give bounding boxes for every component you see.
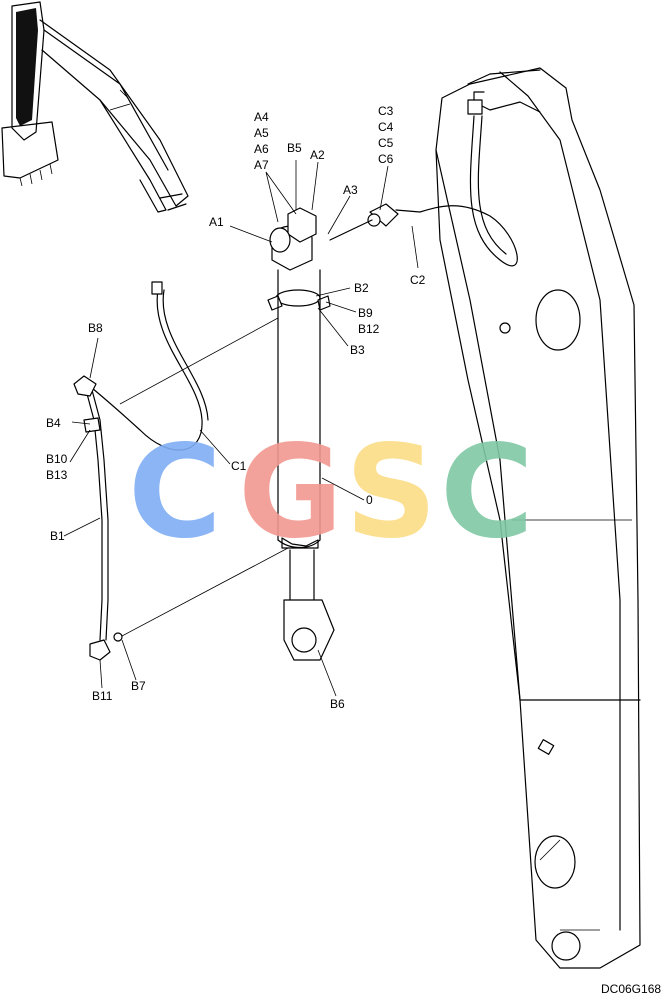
watermark-letter-2: G bbox=[238, 418, 343, 567]
label-c4: C4 bbox=[378, 120, 394, 134]
label-b4: B4 bbox=[46, 416, 61, 430]
label-a5: A5 bbox=[254, 126, 269, 140]
cgsc-watermark: C G S C bbox=[128, 418, 534, 567]
label-b7: B7 bbox=[131, 679, 146, 693]
label-a2: A2 bbox=[310, 148, 325, 162]
hose-c1 bbox=[91, 281, 209, 451]
label-b5: B5 bbox=[287, 141, 302, 155]
label-b3: B3 bbox=[350, 343, 365, 357]
label-zero: 0 bbox=[366, 493, 373, 507]
label-c3: C3 bbox=[378, 104, 394, 118]
label-c5: C5 bbox=[378, 136, 394, 150]
label-a1: A1 bbox=[209, 215, 224, 229]
label-c1: C1 bbox=[231, 459, 247, 473]
label-b1: B1 bbox=[50, 529, 65, 543]
label-b10: B10 bbox=[46, 452, 68, 466]
label-a4: A4 bbox=[254, 110, 269, 124]
hydraulic-cylinder bbox=[267, 207, 335, 661]
label-c6: C6 bbox=[378, 152, 394, 166]
watermark-letter-4: C bbox=[440, 418, 534, 567]
label-b12: B12 bbox=[358, 322, 380, 336]
drawing-code: DC06G168 bbox=[601, 982, 661, 996]
label-a7: A7 bbox=[254, 158, 269, 172]
label-b2: B2 bbox=[354, 281, 369, 295]
callout-labels: A1 A4 A5 A6 A7 B5 A2 A3 C3 C4 C5 C6 C2 B… bbox=[46, 104, 426, 711]
watermark-letter-3: S bbox=[345, 418, 437, 567]
leader-lines bbox=[63, 160, 419, 697]
label-b13: B13 bbox=[46, 468, 68, 482]
label-c2: C2 bbox=[410, 273, 426, 287]
label-a6: A6 bbox=[254, 142, 269, 156]
pipe-b1 bbox=[73, 375, 123, 661]
watermark-letter-1: C bbox=[128, 418, 222, 567]
label-b9: B9 bbox=[358, 306, 373, 320]
label-b8: B8 bbox=[88, 321, 103, 335]
label-b6: B6 bbox=[330, 697, 345, 711]
boom-outline bbox=[435, 67, 641, 969]
label-b11: B11 bbox=[92, 689, 113, 703]
hose-c2 bbox=[395, 91, 518, 267]
excavator-overview-icon bbox=[1, 1, 189, 213]
fitting-c3-c6 bbox=[329, 203, 399, 241]
label-a3: A3 bbox=[343, 183, 358, 197]
